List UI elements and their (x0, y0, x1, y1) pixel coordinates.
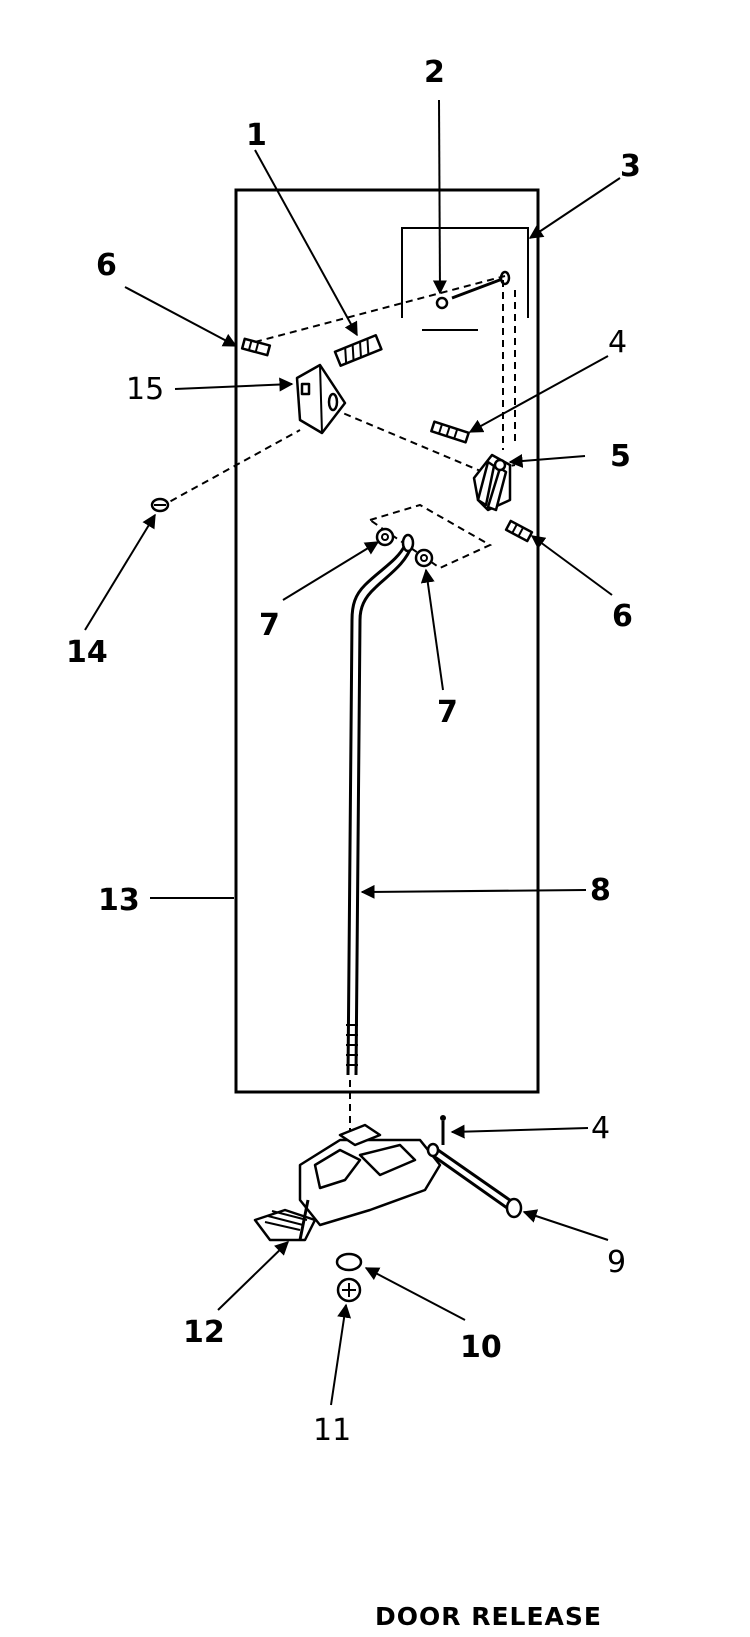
callout-7-right: 7 (437, 695, 458, 730)
latch-housing (401, 227, 529, 331)
set-screw-upper (240, 337, 272, 357)
callout-9: 9 (607, 1245, 626, 1280)
callout-6-lower: 6 (612, 599, 633, 634)
mounting-bracket (295, 363, 347, 435)
washer (335, 1252, 363, 1272)
callout-3: 3 (620, 149, 641, 184)
callout-8: 8 (590, 873, 611, 908)
callout-1: 1 (246, 118, 267, 153)
pedal-hinge-pin (426, 1142, 523, 1219)
door-spring (333, 334, 383, 367)
callout-labels: 1 2 3 4 5 6 6 15 14 7 7 13 8 4 9 12 10 1… (66, 55, 641, 1448)
callout-4-lower: 4 (591, 1111, 610, 1146)
callout-7-left: 7 (259, 608, 280, 643)
callout-6-upper: 6 (96, 248, 117, 283)
callout-12: 12 (183, 1315, 225, 1350)
callout-15: 15 (126, 372, 164, 407)
callout-13: 13 (98, 883, 140, 918)
set-screw-lower (504, 519, 534, 543)
door-panel (234, 188, 540, 1094)
diagram-title: DOOR RELEASE (375, 1602, 602, 1631)
latch-pin (435, 270, 511, 310)
nut-right (414, 548, 434, 568)
callout-14: 14 (66, 635, 108, 670)
callout-10: 10 (460, 1330, 502, 1365)
callout-11: 11 (313, 1413, 351, 1448)
release-lever (472, 453, 512, 512)
bracket-screw (150, 497, 170, 513)
cotter-pin (440, 1115, 446, 1145)
leader-lines (84, 99, 621, 1406)
foot-pedal (253, 1123, 442, 1242)
nut-left (375, 527, 395, 547)
callout-5: 5 (610, 439, 631, 474)
callout-4-upper: 4 (608, 325, 627, 360)
callout-2: 2 (424, 55, 445, 90)
spring-small (430, 420, 470, 444)
pedal-nut (336, 1277, 362, 1303)
release-rod (346, 533, 415, 1076)
